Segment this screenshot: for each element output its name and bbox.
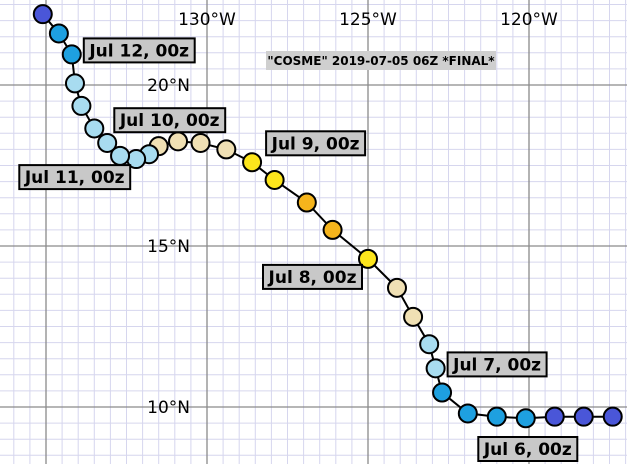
track-point [64,73,85,94]
latitude-tick-label: 10°N [147,398,190,418]
date-label-text: Jul 7, 00z [452,355,541,375]
date-label-text: Jul 12, 00z [88,41,189,61]
track-point [322,219,343,240]
track-point [544,406,565,427]
track-point [358,248,378,269]
date-label: Jul 12, 00z [82,37,196,64]
date-label-box [446,351,548,378]
date-label-box [477,436,579,462]
track-point [602,406,623,427]
track-point [419,334,440,355]
track-point [457,403,478,424]
date-labels: Jul 6, 00z Jul 7, 00z Jul 8, 00z Jul 9, 00z… [18,37,579,462]
date-label-box [18,164,132,191]
date-label-box [113,107,227,134]
track-point [71,95,92,116]
track-point [573,406,594,427]
track-point [403,306,424,327]
track-points [32,4,623,429]
track-point [242,152,263,173]
map-title: "COSME" 2019-07-05 06Z *FINAL* [266,51,496,70]
track-point [190,132,211,153]
date-label-text: Jul 6, 00z [483,440,572,460]
track-point [432,382,453,403]
longitude-tick-label: 125°W [339,10,397,30]
longitude-tick-label: 120°W [500,10,558,30]
date-label: Jul 7, 00z [446,351,548,378]
track-point [515,408,536,429]
date-label-box [82,37,196,64]
date-label: Jul 9, 00z [265,130,367,157]
track-point [84,118,105,139]
track-point [32,4,53,25]
track-point [97,132,118,153]
latitude-tick-label: 20°N [147,76,190,96]
date-label-text: Jul 9, 00z [271,134,360,154]
date-label-box [262,263,363,290]
track-point [425,358,446,379]
track-point [296,192,317,213]
track-point [216,139,237,160]
longitude-tick-label: 130°W [178,10,236,30]
track-point [386,277,407,298]
date-label-text: Jul 10, 00z [119,111,220,131]
axis-labels: 130°W 125°W 120°W 20°N 15°N 10°N [147,10,558,418]
date-label: Jul 8, 00z [262,263,363,290]
track-point [61,44,82,65]
date-label: Jul 11, 00z [18,164,132,191]
date-label: Jul 10, 00z [113,107,227,134]
map-title-text: "COSME" 2019-07-05 06Z *FINAL* [267,54,495,68]
date-label-text: Jul 11, 00z [24,168,125,188]
track-point [48,23,69,44]
track-point [168,131,189,152]
date-label-text: Jul 8, 00z [268,268,357,288]
date-label: Jul 6, 00z [477,436,579,462]
track-point [264,169,285,190]
date-label-box [265,130,367,157]
map-title-background [266,51,496,70]
track-point [486,406,507,427]
latitude-tick-label: 15°N [147,237,190,257]
